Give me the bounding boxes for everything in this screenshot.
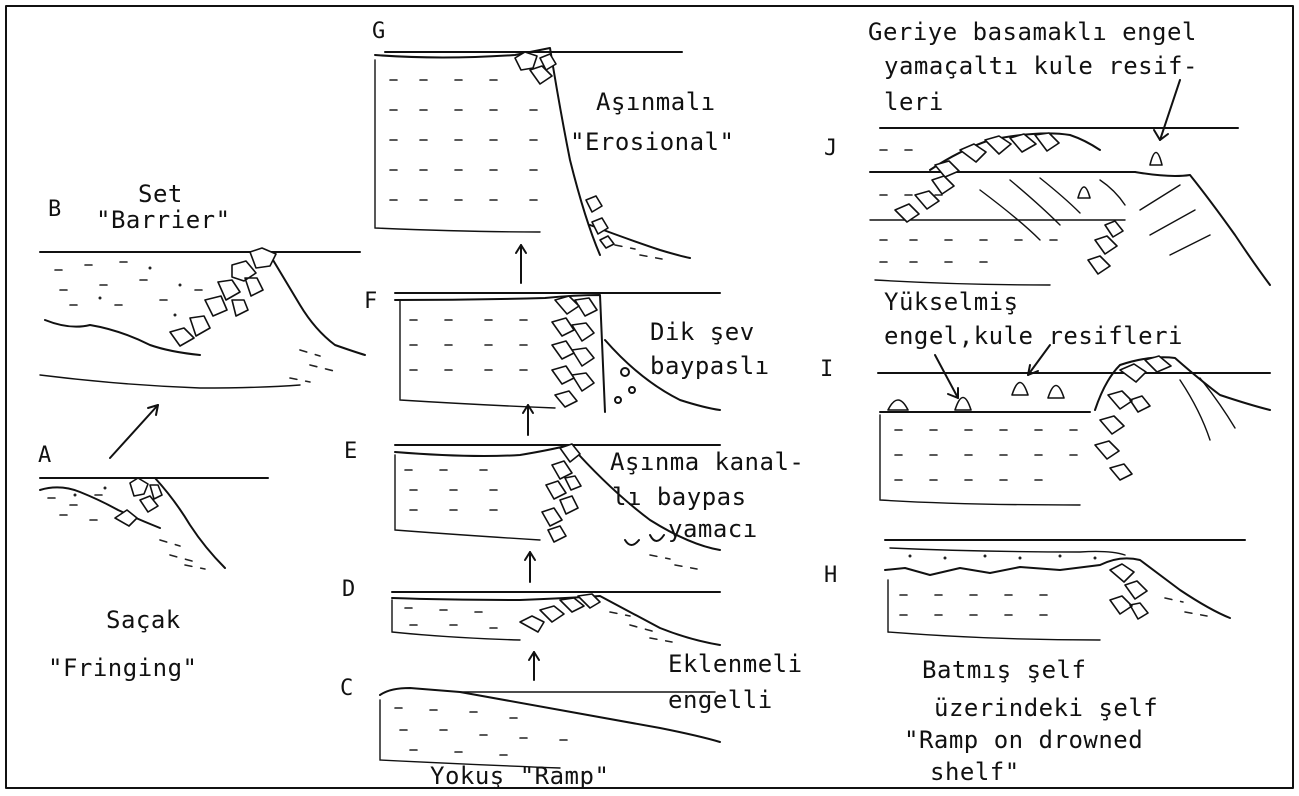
panel-letter-f: F <box>364 288 378 316</box>
caption-f-line2: baypaslı <box>650 352 770 380</box>
profile-b-barrier <box>40 248 365 388</box>
caption-f-line1: Dik şev <box>650 318 755 346</box>
caption-d-line1: Eklenmeli <box>668 650 803 678</box>
panel-letter-h: H <box>824 562 838 590</box>
panel-letter-b: B <box>48 196 62 224</box>
caption-fringing-line2: "Fringing" <box>48 654 198 682</box>
profile-i-pinnacles <box>878 356 1270 505</box>
profile-h-drowned-shelf <box>885 540 1245 640</box>
caption-g-line2: "Erosional" <box>570 128 734 156</box>
caption-b-line1: Set <box>138 180 183 208</box>
arrow-d-to-e <box>525 552 535 582</box>
caption-h-line4: shelf" <box>930 758 1020 786</box>
arrow-a-to-b <box>110 405 158 458</box>
arrow-c-to-d <box>529 652 539 680</box>
arrow-e-to-f <box>523 405 533 435</box>
arrow-f-to-g <box>516 245 526 283</box>
caption-h-line1: Batmış şelf <box>922 656 1086 684</box>
caption-h-line2: üzerindeki şelf <box>934 694 1158 722</box>
caption-g-line1: Aşınmalı <box>596 88 716 116</box>
caption-c: Yokuş "Ramp" <box>430 762 609 790</box>
profile-a-fringing <box>40 478 268 569</box>
caption-h-line3: "Ramp on drowned <box>904 726 1143 754</box>
profile-d-accretionary <box>392 592 720 645</box>
panel-letter-i: I <box>820 356 834 384</box>
panel-letter-c: C <box>340 675 354 703</box>
caption-i-line1: Yükselmiş <box>884 288 1019 316</box>
panel-letter-d: D <box>342 576 356 604</box>
caption-e-line2: lı baypas <box>612 483 747 511</box>
panel-letter-j: J <box>824 135 838 163</box>
caption-j-line1: Geriye basamaklı engel <box>868 18 1197 46</box>
panel-letter-a: A <box>38 442 52 470</box>
caption-e-line3: yamacı <box>668 515 758 543</box>
caption-e-line1: Aşınma kanal- <box>610 448 804 476</box>
caption-j-line2: yamaçaltı kule resif- <box>884 52 1198 80</box>
profile-j-backstepping <box>870 128 1270 285</box>
panel-letter-e: E <box>344 438 358 466</box>
caption-b-line2: "Barrier" <box>96 206 231 234</box>
panel-letter-g: G <box>372 18 386 46</box>
caption-fringing-line1: Saçak <box>106 606 181 634</box>
caption-d-line2: engelli <box>668 686 773 714</box>
pointers-i <box>935 345 1050 398</box>
pointer-j <box>1154 80 1180 140</box>
caption-i-line2: engel,kule resifleri <box>884 322 1183 350</box>
caption-j-line3: leri <box>884 88 944 116</box>
